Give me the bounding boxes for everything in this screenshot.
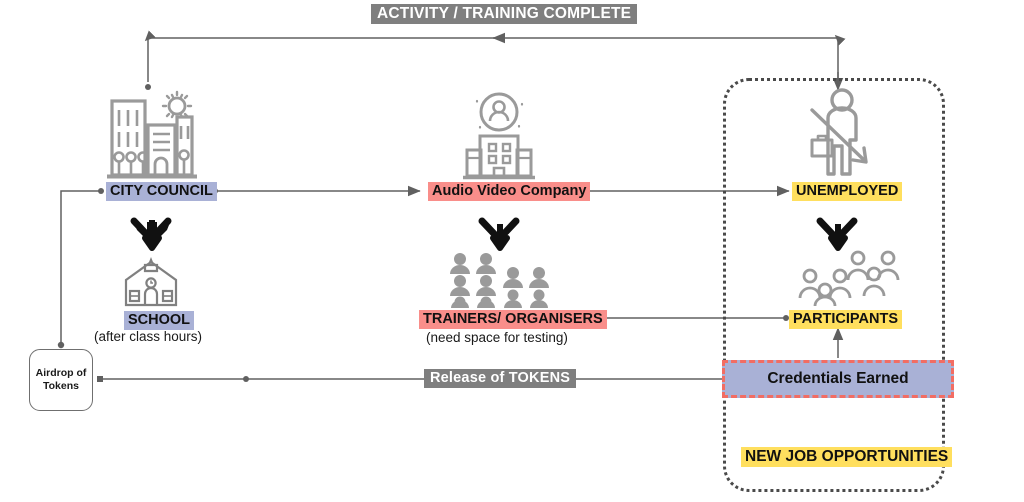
- page-title: ACTIVITY / TRAINING COMPLETE: [371, 4, 638, 24]
- node-label-new-job-opportunities[interactable]: NEW JOB OPPORTUNITIES: [741, 447, 953, 467]
- participants-group-icon: [798, 250, 900, 307]
- right-column-scope-boundary: [723, 78, 945, 492]
- school-note: (after class hours): [94, 329, 203, 344]
- credentials-earned-label: Credentials Earned: [767, 370, 909, 387]
- merge-arrow-down-icon-unemployed: [816, 217, 858, 251]
- airdrop-line-1: Airdrop of: [35, 366, 87, 379]
- node-label-trainers-organisers[interactable]: TRAINERS/ ORGANISERS: [419, 310, 607, 329]
- connector-council-to-company: [212, 185, 421, 197]
- node-label-unemployed[interactable]: UNEMPLOYED: [792, 182, 903, 201]
- connector-council-to-airdrop: [57, 188, 104, 349]
- city-buildings-icon: [107, 90, 197, 179]
- credentials-earned-box[interactable]: Credentials Earned: [722, 360, 954, 398]
- unemployed-person-icon: [810, 88, 868, 176]
- trainers-note: (need space for testing): [426, 330, 568, 345]
- node-label-participants[interactable]: PARTICIPANTS: [789, 310, 902, 329]
- airdrop-line-2: Tokens: [43, 380, 79, 392]
- merge-arrow-down-icon-city: [130, 217, 172, 251]
- group-of-people-icon: [450, 253, 549, 308]
- release-of-tokens-label: Release of TOKENS: [424, 369, 577, 388]
- school-building-icon: [124, 257, 178, 307]
- office-building-icon: [463, 92, 535, 180]
- node-label-school[interactable]: SCHOOL: [124, 311, 195, 330]
- node-label-city-council[interactable]: CITY COUNCIL: [106, 182, 217, 201]
- node-label-audio-video-company[interactable]: Audio Video Company: [428, 182, 591, 201]
- merge-arrow-down-icon-company: [478, 217, 520, 251]
- airdrop-of-tokens-box[interactable]: Airdrop of Tokens: [29, 349, 93, 411]
